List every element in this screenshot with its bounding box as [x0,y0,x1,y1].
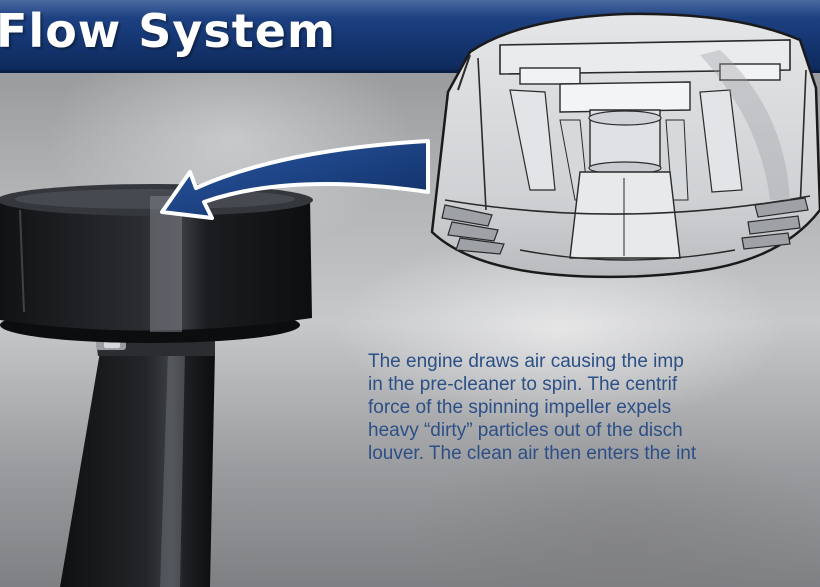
precleaner-product-image [0,184,313,587]
description-paragraph: The engine draws air causing the imp in … [368,350,820,465]
description-line: The engine draws air causing the imp [368,351,684,372]
page-title: Flow System [0,4,336,58]
description-line: force of the spinning impeller expels [368,397,672,418]
description-line: louver. The clean air then enters the in… [368,443,697,464]
description-line: in the pre-cleaner to spin. The centrif [368,374,678,395]
description-line: heavy “dirty” particles out of the disch [368,420,683,441]
intake-tube [60,352,215,587]
callout-arrow-icon [160,139,430,220]
precleaner-cutaway-callout [430,12,820,279]
